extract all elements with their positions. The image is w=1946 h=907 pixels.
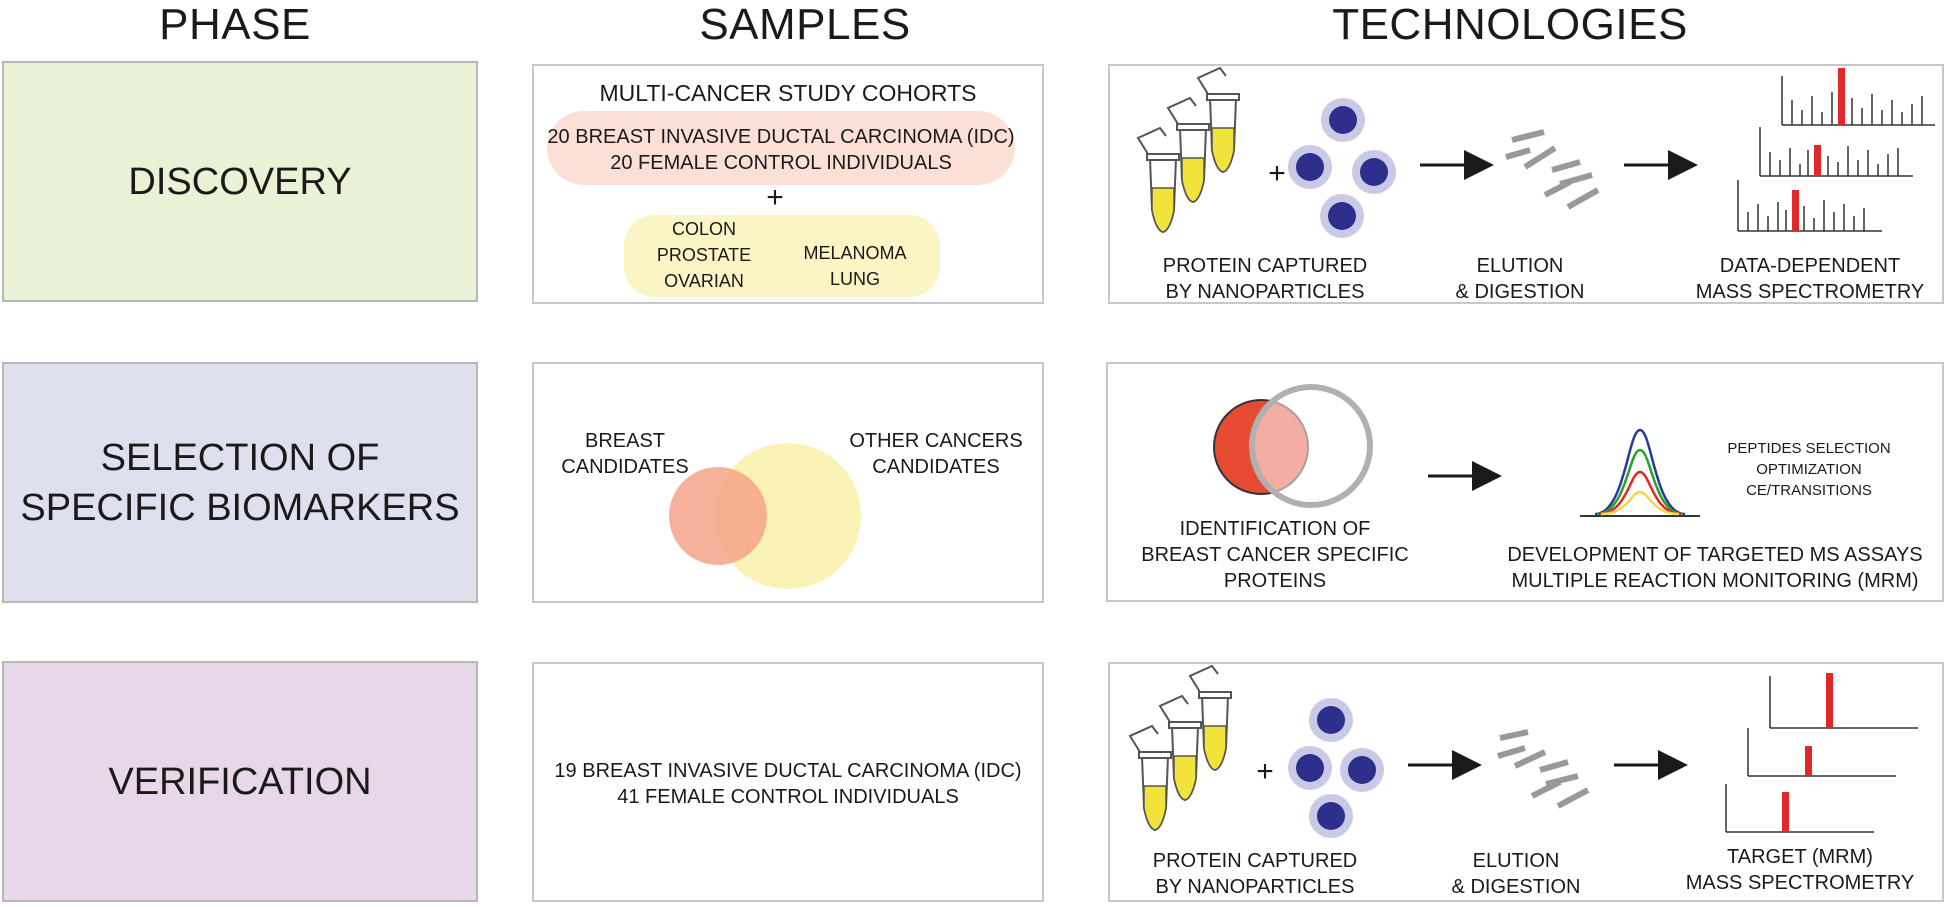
target-ms-icon: [1725, 673, 1918, 833]
plus-sign: +: [766, 181, 784, 214]
peptide-fragments-icon: [1505, 129, 1600, 210]
venn-breast: [669, 467, 767, 565]
phase-header: PHASE: [159, 0, 311, 49]
identification-venn-icon: [1213, 384, 1373, 508]
elution-label: ELUTION & DIGESTION: [1455, 255, 1585, 303]
other-cancers-pill: [624, 215, 940, 297]
other-cancers-right: MELANOMA LUNG: [803, 243, 907, 289]
elution-label: ELUTION & DIGESTION: [1451, 850, 1581, 898]
nanoparticle-icon: [1288, 98, 1396, 238]
capture-label: PROTEIN CAPTURED BY NANOPARTICLES: [1162, 255, 1368, 303]
discovery-cohort-text: 20 BREAST INVASIVE DUCTAL CARCINOMA (IDC…: [547, 126, 1015, 174]
identification-label: IDENTIFICATION OF BREAST CANCER SPECIFIC…: [1141, 518, 1409, 592]
cohort-pill: [547, 111, 1015, 185]
dda-label: DATA-DEPENDENT MASS SPECTROMETRY: [1695, 255, 1925, 303]
capture-label: PROTEIN CAPTURED BY NANOPARTICLES: [1152, 850, 1358, 898]
tube-icon: [1129, 665, 1232, 831]
samples-verification-panel: [532, 662, 1044, 902]
tube-icon: [1137, 67, 1240, 233]
nanoparticle-icon: [1288, 698, 1384, 838]
other-cancers-left: COLON PROSTATE OVARIAN: [656, 219, 752, 291]
venn-breast-label: BREAST CANDIDATES: [561, 430, 689, 478]
target-ms-label: TARGET (MRM) MASS SPECTROMETRY: [1685, 846, 1915, 894]
mrm-dev-label: DEVELOPMENT OF TARGETED MS ASSAYS MULTIP…: [1507, 544, 1923, 592]
tech-plus-sign: +: [1268, 157, 1286, 190]
peptides-label: PEPTIDES SELECTION OPTIMIZATION CE/TRANS…: [1727, 440, 1891, 499]
venn-other-label: OTHER CANCERS CANDIDATES: [849, 430, 1023, 478]
phase-discovery: DISCOVERY: [2, 61, 478, 302]
mass-spectrum-icon: [1737, 68, 1935, 232]
tech-verification-panel: [1108, 662, 1944, 902]
samples-header: SAMPLES: [699, 0, 911, 49]
venn-other-cancers: [715, 443, 861, 589]
mrm-peaks-icon: [1580, 428, 1700, 517]
verification-cohort-text: 19 BREAST INVASIVE DUCTAL CARCINOMA (IDC…: [554, 760, 1022, 808]
phase-selection: SELECTION OF SPECIFIC BIOMARKERS: [2, 362, 478, 603]
technologies-header: TECHNOLOGIES: [1332, 0, 1688, 49]
tech-discovery-panel: [1108, 64, 1944, 304]
cohorts-title: MULTI-CANCER STUDY COHORTS: [599, 80, 977, 106]
tech-plus-sign: +: [1256, 755, 1274, 788]
peptide-fragments-icon: [1497, 729, 1590, 809]
phase-verification: VERIFICATION: [2, 661, 478, 902]
